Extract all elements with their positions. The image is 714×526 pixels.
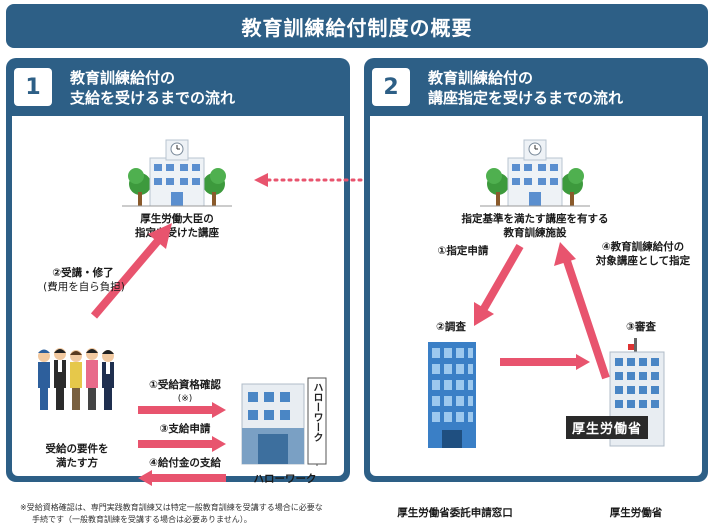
panel-title: 教育訓練給付の 支給を受けるまでの流れ	[70, 69, 236, 107]
footnote: ※受給資格確認は、専門実践教育訓練又は特定一般教育訓練を受講する場合に必要な 手…	[20, 503, 323, 524]
office-label: 厚生労働省委託申請窓口	[397, 507, 513, 519]
step3-label: ③支給申請	[159, 423, 211, 435]
panel-body: 指定基準を満たす講座を有する教育訓練施設 ①指定申請 ④教育訓練給付の対象講座と…	[370, 116, 702, 519]
hellowork-label: ハローワーク	[253, 473, 317, 485]
mhlw-label: 厚生労働省	[609, 507, 663, 519]
arrow-apply	[138, 436, 226, 452]
step2-label: ②調査	[436, 321, 466, 333]
step4-label: ④給付金の支給	[149, 457, 221, 469]
panel-2: 2 教育訓練給付の 講座指定を受けるまでの流れ 指定基準を満たす講座を有する教育…	[364, 58, 708, 519]
training-facility-icon	[480, 139, 590, 207]
arrow-payment	[138, 470, 226, 486]
panel-title: 教育訓練給付の 講座指定を受けるまでの流れ	[428, 69, 624, 107]
school-building-icon	[122, 139, 232, 207]
mhlw-sign: 厚生労働省	[566, 416, 649, 439]
arrow-eligibility	[138, 402, 226, 418]
arrows-triangle	[474, 242, 610, 380]
step2-label: ②受講・修了	[52, 267, 114, 279]
arrow-attend-course	[90, 223, 172, 319]
step1-sub: (※)	[177, 394, 193, 404]
people-label: 受給の要件を満たす方	[45, 443, 109, 469]
people-group-icon	[38, 348, 114, 410]
facility-label: 指定基準を満たす講座を有する教育訓練施設	[461, 213, 609, 239]
panel-number: 1	[14, 68, 52, 106]
office-tower-icon	[428, 342, 476, 448]
step4-label: ④教育訓練給付の対象講座として指定	[595, 241, 691, 267]
hellowork-building-icon	[241, 377, 327, 466]
step1-label: ①受給資格確認	[149, 379, 221, 391]
panel-number: 2	[372, 68, 410, 106]
step2-sub: (費用を自ら負担)	[43, 281, 125, 293]
step3-label: ③審査	[626, 321, 656, 333]
panel-body: 厚生労働大臣の指定を受けた講座 ②受講・修了 (費用を自ら負担) 受給の要件を満…	[12, 116, 344, 524]
hellowork-sign: ハローワーク	[311, 382, 322, 442]
page-title: 教育訓練給付制度の概要	[6, 4, 708, 48]
step1-label: ①指定申請	[437, 245, 489, 257]
panel-1: 1 教育訓練給付の 支給を受けるまでの流れ 厚生労働大臣の指定を受けた講座	[6, 58, 350, 524]
